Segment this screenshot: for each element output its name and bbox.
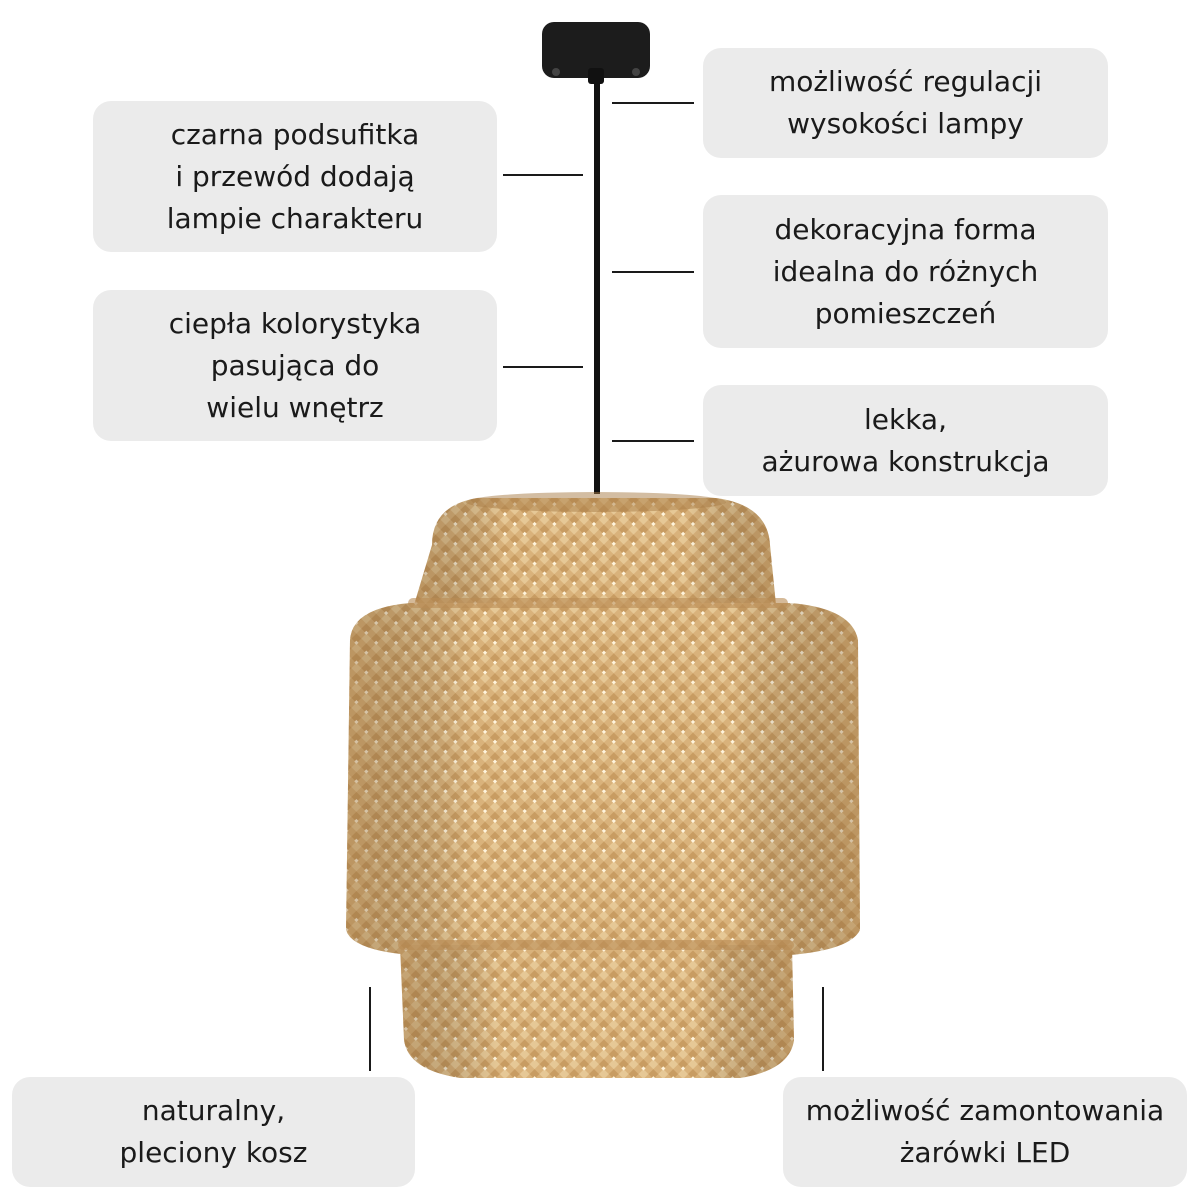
- callout-decorative-form: dekoracyjna forma idealna do różnych pom…: [703, 195, 1108, 348]
- callout-line: pasująca do: [210, 348, 380, 382]
- leader-line-led: [822, 987, 824, 1071]
- callout-line: żarówki LED: [899, 1136, 1071, 1169]
- leader-line-light: [612, 440, 694, 442]
- ceiling-canopy-icon: [542, 22, 650, 84]
- callout-line: idealna do różnych: [772, 254, 1039, 288]
- callout-height-adjustment: możliwość regulacji wysokości lampy: [703, 48, 1108, 158]
- leader-line-canopy: [503, 174, 583, 176]
- callout-line: możliwość zamontowania: [805, 1094, 1165, 1127]
- callout-line: lekka,: [863, 402, 947, 436]
- leader-line-height: [612, 102, 694, 104]
- callout-line: możliwość regulacji: [768, 65, 1043, 98]
- callout-line: wielu wnętrz: [206, 390, 384, 424]
- leader-line-basket: [369, 987, 371, 1071]
- callout-line: ciepła kolorystyka: [168, 306, 422, 340]
- callout-line: ażurowa konstrukcja: [761, 444, 1050, 478]
- callout-line: pleciony kosz: [119, 1136, 308, 1169]
- callout-woven-basket: naturalny, pleciony kosz: [12, 1077, 415, 1187]
- leader-line-form: [612, 271, 694, 273]
- callout-line: pomieszczeń: [814, 296, 997, 330]
- callout-line: naturalny,: [141, 1094, 286, 1127]
- power-cord: [594, 82, 600, 494]
- callout-line: czarna podsufitka: [170, 117, 420, 151]
- callout-black-canopy: czarna podsufitka i przewód dodają lampi…: [93, 101, 497, 252]
- woven-bamboo-pendant-lamp-icon: [346, 492, 860, 1078]
- callout-line: lampie charakteru: [166, 201, 424, 235]
- callout-light-openwork: lekka, ażurowa konstrukcja: [703, 385, 1108, 496]
- callout-line: i przewód dodają: [175, 159, 415, 193]
- callout-warm-colors: ciepła kolorystyka pasująca do wielu wnę…: [93, 290, 497, 441]
- leader-line-warm: [503, 366, 583, 368]
- callout-led-bulb: możliwość zamontowania żarówki LED: [783, 1077, 1187, 1187]
- callout-line: wysokości lampy: [787, 107, 1024, 140]
- callout-line: dekoracyjna forma: [774, 212, 1037, 246]
